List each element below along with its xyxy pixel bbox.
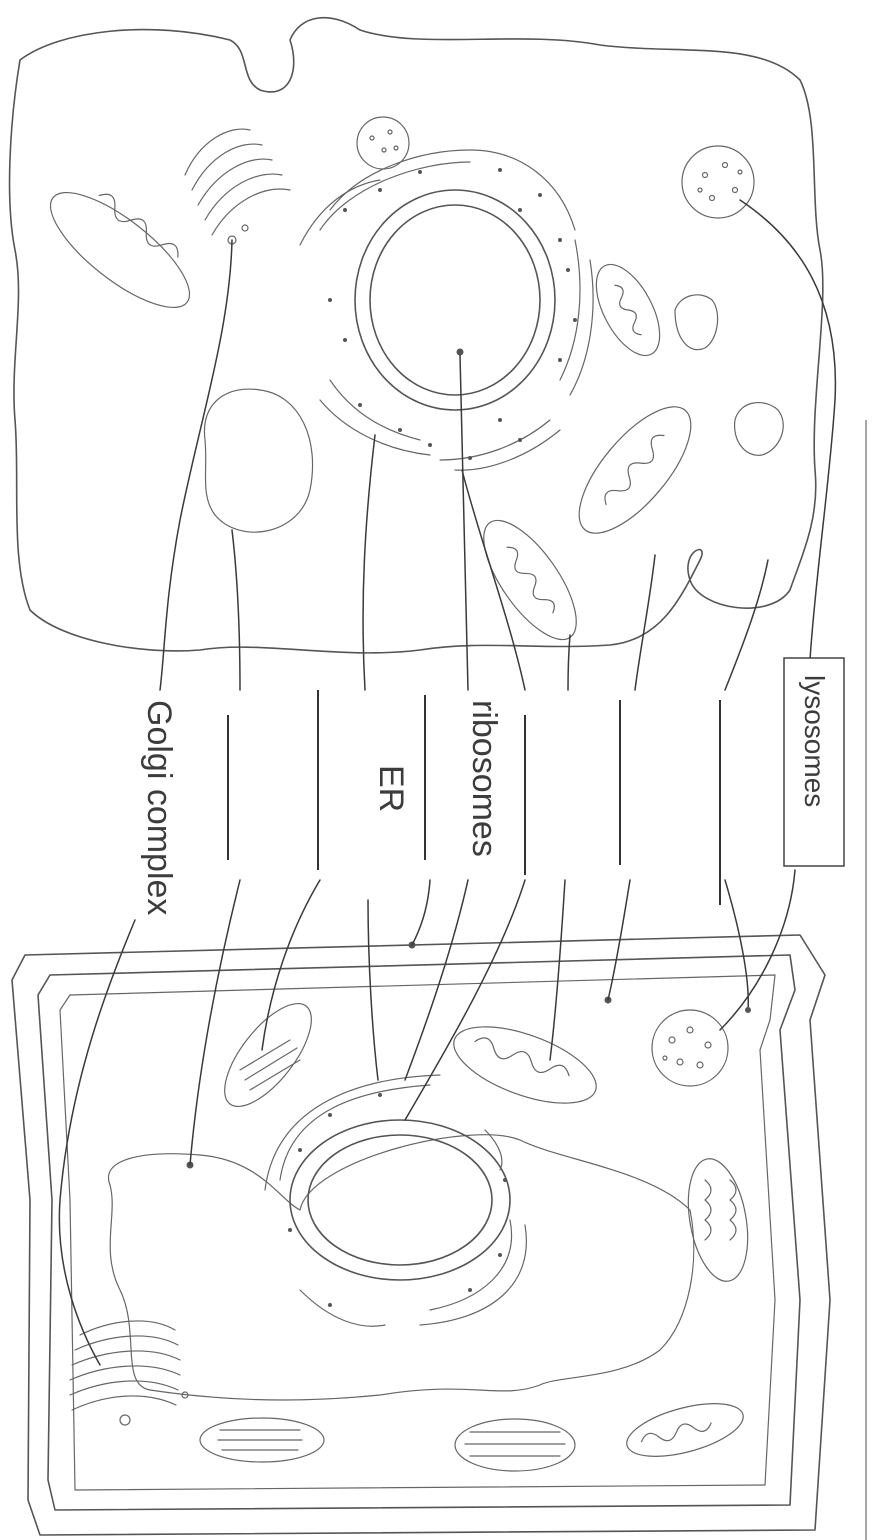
animal-golgi [185, 129, 290, 244]
mitochondrion-cristae [640, 1417, 713, 1447]
leader-ribosome-bottom [405, 880, 468, 1080]
er-band [300, 180, 380, 245]
animal-mitochondrion-3 [560, 390, 709, 551]
chloroplast-thylakoids [218, 1430, 302, 1450]
leader-wall [412, 880, 430, 945]
er-band [330, 380, 420, 440]
plant-central-vacuole [108, 1135, 693, 1400]
leader-vacuole-top [232, 530, 240, 690]
animal-rough-er [300, 150, 593, 470]
golgi-cisterna [192, 144, 262, 190]
leader-mito-bottom [550, 880, 565, 1060]
lysosome-outline [357, 117, 409, 169]
plant-mitochondrion-2 [621, 1393, 748, 1467]
mitochondrion-cristae [601, 431, 670, 509]
leader-lysosome-bottom [720, 870, 795, 1030]
lysosomes-label-box: lysosomes [784, 658, 844, 866]
plant-cell-wall [12, 935, 830, 1535]
plant-nucleus-inner [308, 1135, 492, 1265]
animal-lysosome-top [357, 117, 409, 169]
mitochondrion-outer [444, 1011, 605, 1119]
golgi-cisterna [70, 1366, 180, 1380]
plant-er-band [280, 1085, 430, 1180]
animal-cell-membrane [10, 18, 823, 653]
label-lysosomes: lysosomes [799, 675, 830, 807]
mitochondrion-cristae [502, 544, 558, 616]
er-band [560, 240, 580, 380]
chloroplast-thylakoids [730, 1180, 736, 1240]
animal-vesicle-right [735, 403, 784, 456]
mitochondrion-cristae [610, 283, 645, 337]
label-golgi-complex: Golgi complex [140, 700, 178, 915]
lysosome-outline [652, 1010, 728, 1086]
golgi-cisterna [72, 1396, 176, 1410]
golgi-cisterna [70, 1381, 178, 1395]
plant-lysosome [652, 1010, 728, 1086]
plant-cell-membrane [38, 955, 800, 1510]
leader-lysosome-bottom-2 [725, 880, 748, 1010]
golgi-cisterna [80, 1321, 175, 1335]
er-band [320, 400, 430, 455]
labels: Golgi complex ER ribosomes lysosomes [140, 658, 844, 915]
chloroplast-outer [209, 990, 326, 1120]
plant-nucleus-outer [290, 1120, 510, 1280]
leader-er-bottom [368, 900, 378, 1080]
leader-er-top [363, 435, 375, 690]
plant-chloroplast-3 [200, 1418, 324, 1462]
er-band [570, 260, 593, 395]
label-ribosomes: ribosomes [465, 700, 503, 857]
golgi-cisterna [185, 129, 250, 175]
animal-cell [10, 18, 823, 654]
animal-lysosome-right [682, 146, 754, 218]
golgi-vesicle [242, 225, 248, 231]
er-band [455, 430, 560, 470]
animal-nucleus-outer [355, 190, 555, 410]
lysosome-outline [682, 146, 754, 218]
leader-vacuole-bottom [190, 880, 240, 1165]
animal-mitochondrion-4 [467, 507, 593, 654]
leader-ribosome-top-2 [462, 470, 525, 690]
animal-nucleus-inner [370, 205, 540, 395]
label-er: ER [372, 765, 410, 812]
plant-er-band [300, 1290, 385, 1326]
leader-ribosome-top [460, 355, 468, 690]
chloroplast-thylakoids [240, 1040, 300, 1090]
plant-cell [12, 935, 830, 1535]
leader-lysosome-top-2 [725, 560, 768, 690]
plant-er-band [485, 1130, 502, 1170]
mitochondrion-outer [35, 174, 206, 326]
leader-lysosome-dot [745, 1007, 751, 1013]
mitochondrion-outer [621, 1393, 748, 1467]
leader-membrane-top [635, 555, 655, 690]
er-band [440, 420, 550, 460]
plant-chloroplast-4 [455, 1419, 575, 1471]
chloroplast-outer [455, 1419, 575, 1471]
animal-mitochondrion-1 [35, 174, 206, 326]
plant-mitochondrion-1 [444, 1011, 605, 1119]
leader-mito-top [568, 635, 570, 690]
mitochondrion-cristae [473, 1035, 572, 1082]
chloroplast-thylakoids [465, 1432, 565, 1456]
animal-mitochondrion-2 [583, 255, 672, 366]
chloroplast-thylakoids [705, 1180, 711, 1240]
mitochondrion-outer [560, 390, 709, 551]
plant-golgi [70, 1321, 188, 1425]
plant-chloroplast-1 [209, 990, 326, 1120]
mitochondrion-outer [467, 507, 593, 654]
plant-er-band [265, 1075, 440, 1190]
golgi-vesicle [120, 1415, 130, 1425]
animal-vacuole [204, 389, 312, 532]
leader-lysosome-top [740, 200, 835, 660]
animal-nucleus [355, 190, 555, 410]
animal-vesicle-small [675, 295, 718, 350]
golgi-cisterna [72, 1351, 180, 1365]
